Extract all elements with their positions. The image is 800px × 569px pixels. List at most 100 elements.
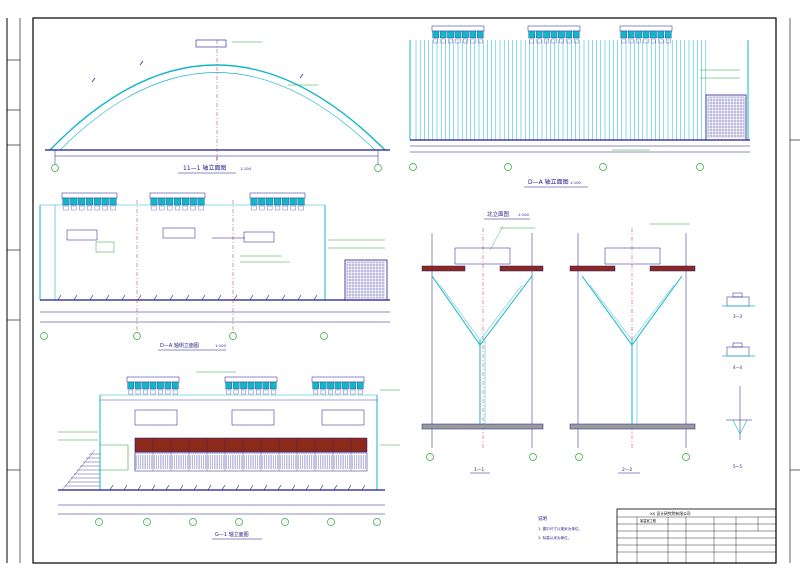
fan-frame	[619, 25, 673, 32]
notes-item-1: 1. 图中尺寸以毫米为单位。	[538, 526, 582, 531]
fan-hood	[241, 389, 246, 395]
fan-cell	[240, 381, 247, 390]
fan-frame	[126, 376, 180, 383]
vent-tick	[123, 484, 128, 491]
exhaust-fan-unit	[431, 25, 485, 44]
fan-cell	[266, 197, 274, 206]
fan-hood	[263, 389, 269, 395]
fan-cell	[93, 197, 101, 206]
vent-tick	[249, 484, 254, 491]
exhaust-fan-units-top	[431, 25, 673, 44]
vent-tick	[89, 294, 94, 301]
vent-tick	[169, 294, 174, 301]
fan-hood	[658, 38, 664, 44]
fan-cell	[62, 197, 70, 206]
side-title: D—A 轴侧立面图	[160, 342, 199, 349]
fan-cell	[657, 30, 665, 39]
fan-hood	[313, 389, 319, 395]
fan-cell	[454, 30, 462, 39]
fan-hood	[544, 38, 549, 44]
fan-cell	[164, 381, 172, 390]
glazing-band-lower	[134, 452, 368, 472]
vent-tick	[281, 294, 286, 301]
fan-cell	[550, 30, 558, 39]
fan-cell	[109, 197, 117, 206]
fan-cell	[189, 197, 197, 206]
view-small-details: 3—3 4—4 5—5	[722, 292, 755, 469]
arch-scale: 1:100	[240, 166, 252, 171]
vent-tick	[179, 484, 184, 491]
fan-hood	[290, 205, 296, 211]
side-stairs	[61, 449, 100, 491]
fan-hood	[559, 38, 564, 44]
fan-cell	[439, 30, 447, 39]
fan-cell	[127, 381, 134, 390]
fan-cell	[447, 30, 454, 39]
arch-inner-curve	[59, 72, 376, 151]
fan-cell	[158, 197, 166, 206]
vent-tick	[109, 484, 114, 491]
ga-axis-bubbles	[95, 518, 381, 526]
vent-tick	[137, 294, 142, 301]
fan-hood	[158, 389, 163, 395]
fan-hood	[328, 389, 333, 395]
da-axis-bubbles	[409, 163, 704, 171]
sheet-frame	[6, 17, 791, 564]
detail-5-label: 5—5	[733, 464, 743, 469]
fan-hood	[135, 389, 141, 395]
view-d-a-elevation: D—A 轴立面图 1:100	[409, 25, 750, 188]
fan-cell	[270, 381, 277, 390]
fan-hood	[226, 389, 232, 395]
fan-cell	[281, 197, 289, 206]
fan-frame	[431, 25, 485, 32]
vent-tick	[207, 484, 212, 491]
detail-3-label: 3—3	[733, 314, 743, 319]
fan-cell	[627, 30, 635, 39]
glazing-grid	[134, 438, 366, 471]
fan-cell	[665, 30, 672, 39]
title-block-project: 某温室工程	[640, 518, 657, 523]
fan-hood	[335, 389, 341, 395]
fan-cell	[573, 30, 580, 39]
fan-hood	[573, 38, 579, 44]
fan-cell	[469, 30, 477, 39]
fan-hood	[274, 205, 281, 211]
vent-tick	[165, 484, 170, 491]
vent-tick	[121, 294, 126, 301]
ga-title: G—1 轴立面图	[215, 531, 249, 538]
fan-hood	[357, 389, 363, 395]
fan-cell	[262, 381, 270, 390]
fan-hood	[551, 38, 557, 44]
vent-tick	[361, 484, 366, 491]
fan-cell	[289, 197, 297, 206]
detail-4-label: 4—4	[733, 365, 743, 370]
fan-hood	[282, 205, 288, 211]
fan-cell	[86, 197, 93, 206]
fan-hood	[63, 205, 69, 211]
fan-hood	[455, 38, 461, 44]
fan-cell	[258, 197, 266, 206]
fan-cell	[247, 381, 255, 390]
vent-ticks-bottom	[109, 484, 366, 491]
fan-frame	[311, 376, 365, 383]
vent-tick	[153, 294, 158, 301]
fan-hood	[477, 38, 483, 44]
fan-cell	[635, 30, 642, 39]
fan-hood	[433, 38, 439, 44]
stair-stringer	[61, 449, 96, 491]
fan-cell	[297, 197, 305, 206]
fan-frame	[249, 192, 306, 199]
vent-tick	[235, 484, 240, 491]
fan-cell	[157, 381, 164, 390]
fan-cell	[134, 381, 142, 390]
fan-cell	[543, 30, 550, 39]
vent-tick	[265, 294, 270, 301]
fan-hood	[628, 38, 634, 44]
vent-tick	[319, 484, 324, 491]
da-scale: 1:100	[570, 180, 582, 185]
fan-hood	[174, 205, 181, 211]
fan-hood	[529, 38, 535, 44]
fan-hood	[71, 205, 77, 211]
fan-cell	[565, 30, 573, 39]
fan-cell	[349, 381, 357, 390]
